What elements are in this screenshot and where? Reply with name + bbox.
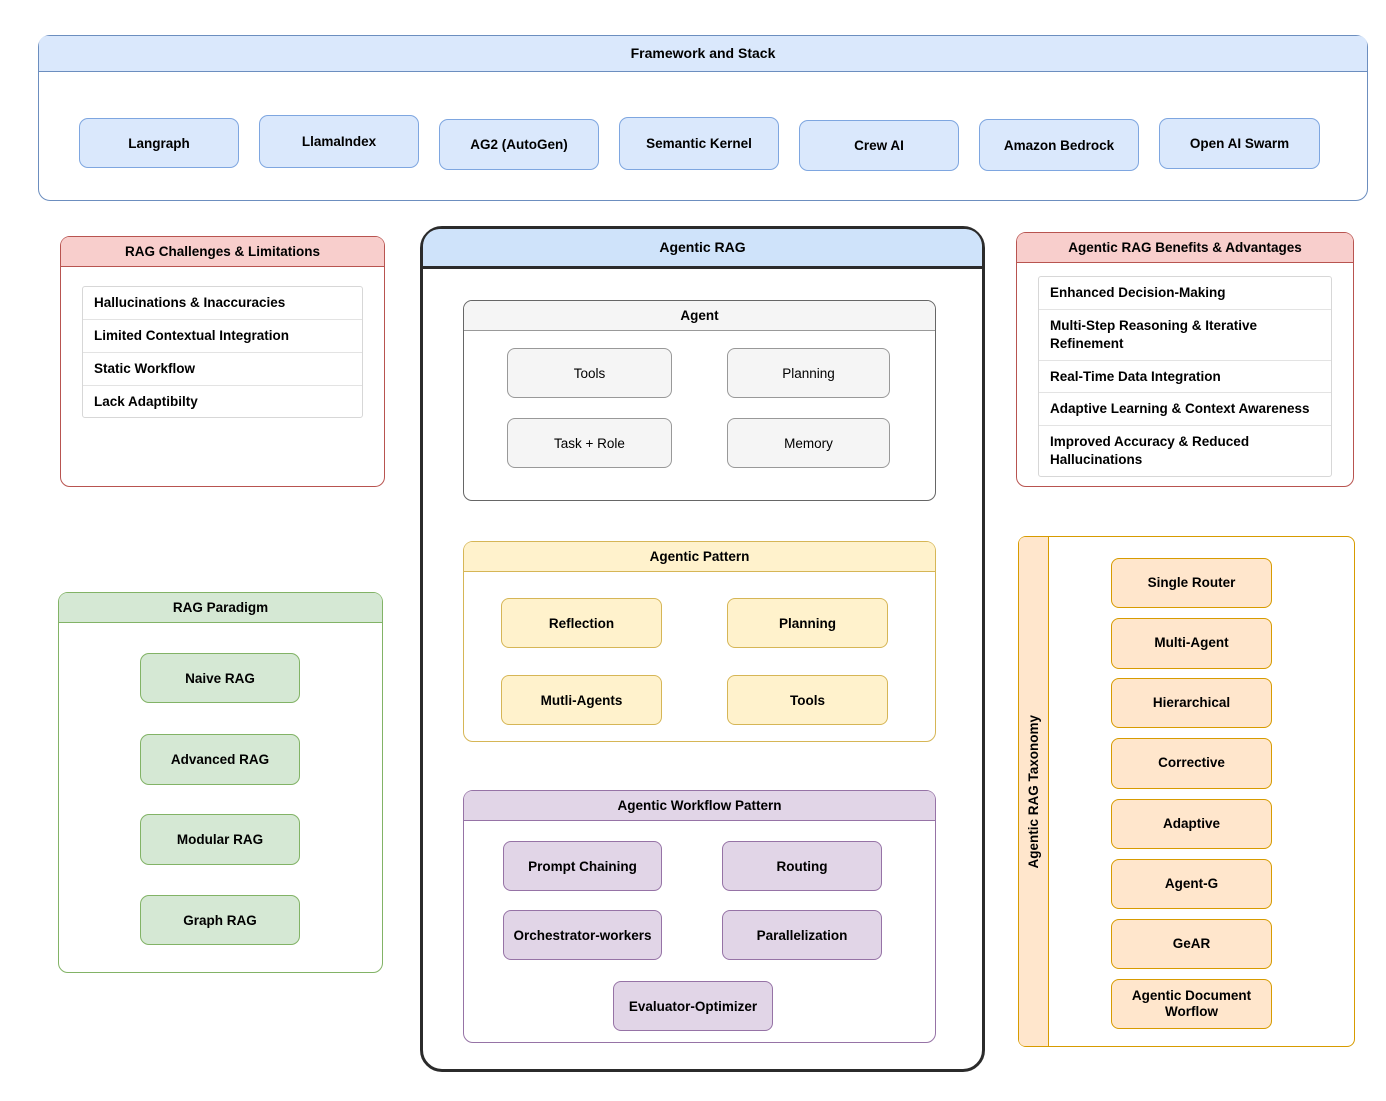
list-item: Enhanced Decision-Making bbox=[1039, 277, 1331, 310]
taxonomy-item-label: Multi-Agent bbox=[1154, 635, 1229, 651]
agent-item-task-role[interactable]: Task + Role bbox=[507, 418, 672, 468]
agentic-pattern-item-label: Mutli-Agents bbox=[540, 692, 623, 708]
framework-item-ag2-autogen[interactable]: AG2 (AutoGen) bbox=[439, 119, 599, 170]
list-item: Multi-Step Reasoning & Iterative Refinem… bbox=[1039, 310, 1331, 361]
taxonomy-item-multi-agent[interactable]: Multi-Agent bbox=[1111, 618, 1272, 669]
agent-item-memory[interactable]: Memory bbox=[727, 418, 890, 468]
paradigm-item-modular-rag[interactable]: Modular RAG bbox=[140, 814, 300, 865]
framework-item-label: AG2 (AutoGen) bbox=[470, 137, 568, 152]
agent-item-planning[interactable]: Planning bbox=[727, 348, 890, 398]
taxonomy-item-label: Hierarchical bbox=[1152, 694, 1231, 710]
taxonomy-item-label: Adaptive bbox=[1162, 815, 1220, 831]
agent-panel-title: Agent bbox=[464, 301, 935, 332]
framework-item-crew-ai[interactable]: Crew AI bbox=[799, 120, 959, 171]
taxonomy-item-label: Agent-G bbox=[1164, 875, 1219, 891]
agentic-pattern-item-planning[interactable]: Planning bbox=[727, 598, 888, 648]
workflow-item-parallelization[interactable]: Parallelization bbox=[722, 910, 882, 960]
paradigm-item-naive-rag[interactable]: Naive RAG bbox=[140, 653, 300, 703]
framework-item-langraph[interactable]: Langraph bbox=[79, 118, 239, 168]
rag-challenges-title: RAG Challenges & Limitations bbox=[61, 237, 384, 268]
paradigm-item-label: Naive RAG bbox=[185, 670, 255, 686]
agentic-pattern-item-multi-agents[interactable]: Mutli-Agents bbox=[501, 675, 662, 725]
workflow-item-label: Routing bbox=[776, 858, 828, 874]
agentic-pattern-item-label: Tools bbox=[790, 692, 825, 708]
agentic-pattern-item-label: Planning bbox=[779, 615, 836, 631]
framework-item-label: Crew AI bbox=[854, 138, 904, 153]
paradigm-item-label: Modular RAG bbox=[176, 832, 264, 847]
agentic-rag-title: Agentic RAG bbox=[423, 229, 982, 269]
agentic-pattern-item-tools[interactable]: Tools bbox=[727, 675, 888, 725]
paradigm-item-graph-rag[interactable]: Graph RAG bbox=[140, 895, 300, 945]
taxonomy-item-adaptive[interactable]: Adaptive bbox=[1111, 799, 1272, 849]
framework-item-label: LlamaIndex bbox=[301, 134, 377, 149]
rag-challenges-list: Hallucinations & Inaccuracies Limited Co… bbox=[82, 286, 363, 419]
workflow-item-label: Evaluator-Optimizer bbox=[628, 998, 758, 1014]
framework-item-semantic-kernel[interactable]: Semantic Kernel bbox=[619, 117, 779, 170]
agentic-pattern-title: Agentic Pattern bbox=[464, 542, 935, 573]
agentic-rag-taxonomy-panel: Agentic RAG Taxonomy bbox=[1018, 536, 1355, 1047]
list-item: Hallucinations & Inaccuracies bbox=[83, 287, 362, 320]
list-item: Static Workflow bbox=[83, 353, 362, 386]
list-item: Adaptive Learning & Context Awareness bbox=[1039, 393, 1331, 427]
agent-item-label: Planning bbox=[782, 365, 835, 381]
taxonomy-item-single-router[interactable]: Single Router bbox=[1111, 558, 1272, 608]
workflow-item-prompt-chaining[interactable]: Prompt Chaining bbox=[503, 841, 662, 891]
workflow-item-label: Parallelization bbox=[756, 927, 848, 943]
framework-item-label: Langraph bbox=[128, 135, 190, 151]
workflow-item-label: Prompt Chaining bbox=[528, 858, 637, 874]
taxonomy-item-agentic-document-worflow[interactable]: Agentic Document Worflow bbox=[1111, 979, 1272, 1029]
list-item: Lack Adaptibilty bbox=[94, 393, 198, 409]
taxonomy-item-corrective[interactable]: Corrective bbox=[1111, 738, 1272, 789]
agent-item-label: Tools bbox=[573, 365, 606, 381]
agent-item-tools[interactable]: Tools bbox=[507, 348, 672, 398]
paradigm-item-label: Graph RAG bbox=[183, 912, 257, 928]
workflow-item-evaluator-optimizer[interactable]: Evaluator-Optimizer bbox=[613, 981, 773, 1031]
agent-item-label: Memory bbox=[784, 435, 833, 451]
paradigm-item-advanced-rag[interactable]: Advanced RAG bbox=[140, 734, 300, 785]
framework-item-open-ai-swarm[interactable]: Open AI Swarm bbox=[1159, 118, 1320, 169]
taxonomy-item-gear[interactable]: GeAR bbox=[1111, 919, 1272, 969]
taxonomy-item-label: Agentic Document Worflow bbox=[1131, 987, 1252, 1019]
agent-panel: Agent bbox=[463, 300, 936, 501]
list-item: Limited Contextual Integration bbox=[83, 320, 362, 353]
framework-item-llamaindex[interactable]: LlamaIndex bbox=[259, 115, 419, 168]
agentic-rag-benefits-panel: Agentic RAG Benefits & Advantages Enhanc… bbox=[1016, 232, 1354, 487]
framework-item-label: Open AI Swarm bbox=[1189, 136, 1290, 151]
taxonomy-item-label: Corrective bbox=[1158, 755, 1225, 771]
list-item: Improved Accuracy & Reduced Hallucinatio… bbox=[1050, 434, 1250, 468]
agentic-rag-benefits-title: Agentic RAG Benefits & Advantages bbox=[1017, 233, 1353, 264]
paradigm-item-label: Advanced RAG bbox=[170, 752, 270, 767]
rag-challenges-panel: RAG Challenges & Limitations Hallucinati… bbox=[60, 236, 385, 487]
taxonomy-item-agent-g[interactable]: Agent-G bbox=[1111, 859, 1272, 909]
framework-panel-title: Framework and Stack bbox=[39, 36, 1367, 72]
taxonomy-title-label: Agentic RAG Taxonomy bbox=[1026, 714, 1041, 869]
workflow-item-routing[interactable]: Routing bbox=[722, 841, 882, 891]
framework-item-label: Amazon Bedrock bbox=[1003, 137, 1115, 153]
taxonomy-item-hierarchical[interactable]: Hierarchical bbox=[1111, 678, 1272, 728]
list-item: Real-Time Data Integration bbox=[1039, 361, 1331, 394]
workflow-item-label: Orchestrator-workers bbox=[513, 927, 652, 943]
agentic-pattern-item-label: Reflection bbox=[548, 615, 615, 631]
rag-paradigm-title: RAG Paradigm bbox=[59, 593, 382, 624]
agentic-rag-benefits-list: Enhanced Decision-Making Multi-Step Reas… bbox=[1038, 276, 1332, 477]
framework-item-amazon-bedrock[interactable]: Amazon Bedrock bbox=[979, 119, 1139, 171]
framework-item-label: Semantic Kernel bbox=[646, 136, 752, 151]
agentic-pattern-item-reflection[interactable]: Reflection bbox=[501, 598, 662, 648]
taxonomy-side-title: Agentic RAG Taxonomy bbox=[1019, 537, 1049, 1046]
workflow-item-orchestrator-workers[interactable]: Orchestrator-workers bbox=[503, 910, 662, 960]
agentic-workflow-pattern-title: Agentic Workflow Pattern bbox=[464, 791, 935, 822]
agent-item-label: Task + Role bbox=[554, 435, 625, 451]
taxonomy-item-label: GeAR bbox=[1172, 935, 1211, 951]
taxonomy-item-label: Single Router bbox=[1147, 574, 1236, 590]
